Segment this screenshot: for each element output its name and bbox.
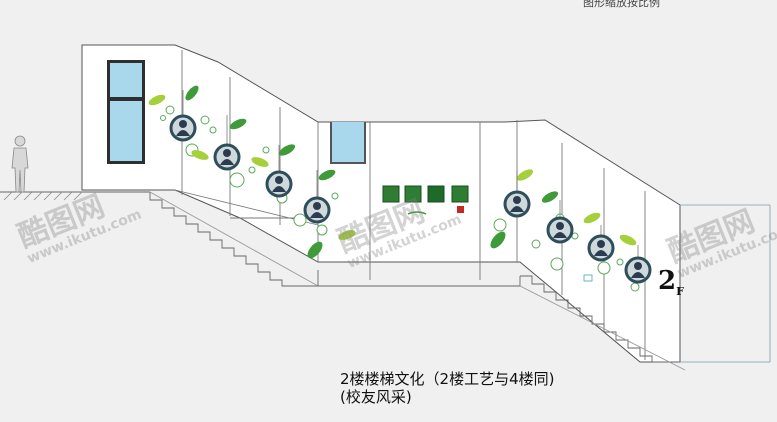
floor-suffix: F	[676, 285, 684, 299]
drawing-caption: 2楼楼梯文化（2楼工艺与4楼同) (校友风采)	[340, 370, 554, 406]
person-silhouette-icon	[11, 135, 29, 193]
dimension-line	[680, 204, 771, 363]
stair-steps	[149, 191, 686, 371]
scale-note: 图形缩放按比例	[583, 0, 660, 9]
window-middle	[330, 122, 366, 164]
caption-line-1: 2楼楼梯文化（2楼工艺与4楼同)	[340, 370, 555, 388]
display-boards	[382, 185, 469, 215]
ground-line	[0, 191, 150, 201]
floor-number: 2	[658, 266, 677, 296]
floor-label: 2F	[658, 266, 684, 298]
leaf-icon	[148, 85, 637, 259]
window-left	[107, 60, 145, 164]
portrait-icon	[169, 90, 652, 284]
caption-line-2: (校友风采)	[340, 388, 412, 406]
small-sign	[583, 274, 593, 282]
